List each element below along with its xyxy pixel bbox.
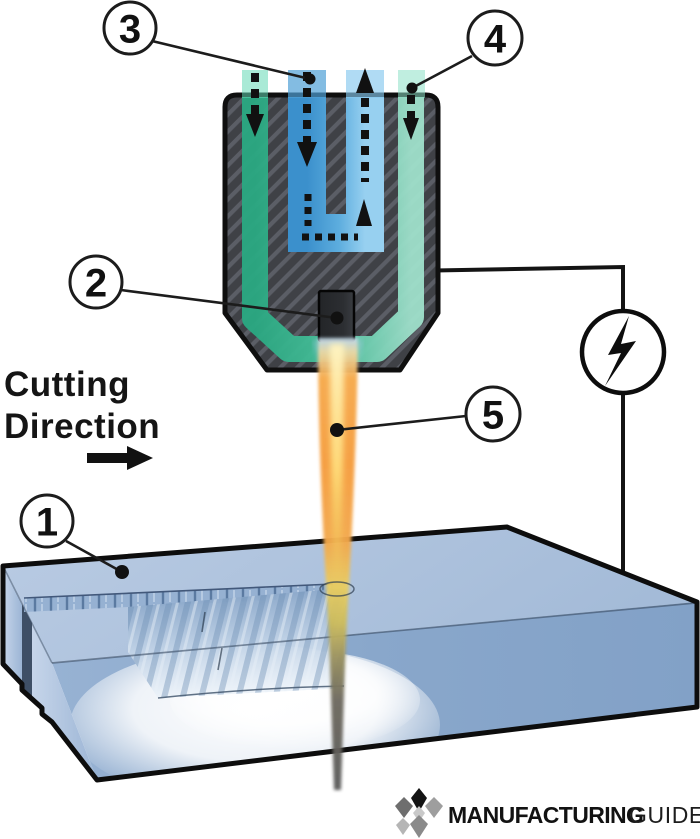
jet-core	[330, 344, 344, 592]
workpiece-outline	[0, 524, 700, 783]
brand-logo: MANUFACTURING GUIDE	[395, 788, 700, 838]
callout-5-label: 5	[482, 393, 504, 437]
callout-1-label: 1	[36, 500, 58, 544]
crack-line	[201, 611, 206, 633]
callout-5: 5	[330, 385, 522, 443]
plasma-jet	[314, 338, 362, 790]
power-source-symbol	[579, 308, 667, 396]
kerf-scallop-band	[23, 583, 334, 612]
kerf-hole-rim	[319, 581, 355, 597]
callout-2: 2	[68, 254, 344, 325]
callout-4-label: 4	[484, 17, 507, 61]
logo-text-light: GUIDE	[629, 802, 700, 828]
workpiece-end-face-back	[3, 566, 22, 686]
gas-flow-arrows	[246, 68, 419, 241]
callout-1: 1	[19, 493, 129, 579]
crack-line	[217, 647, 223, 671]
workpiece	[0, 524, 700, 783]
callout-4: 4	[406, 9, 524, 94]
lightning-bolt-icon	[605, 316, 636, 386]
cutting-direction-line2: Direction	[4, 407, 160, 446]
logo-cubes-icon	[395, 788, 443, 838]
workpiece-end-face-front	[32, 623, 97, 780]
callout-3-label: 3	[119, 7, 141, 51]
callout-3: 3	[102, 0, 316, 85]
cutting-direction: Cutting Direction	[4, 365, 160, 470]
kerf-gap-end	[22, 604, 32, 698]
cutting-direction-line1: Cutting	[4, 365, 130, 404]
right-arrow-icon	[87, 446, 153, 470]
plasma-torch	[222, 68, 441, 373]
left-ridge-edge	[2, 565, 53, 664]
logo-text-bold: MANUFACTURING	[448, 802, 643, 828]
kerf-cut-face	[128, 589, 346, 699]
callout-2-label: 2	[85, 261, 107, 305]
front-ridge-edge	[51, 602, 696, 664]
